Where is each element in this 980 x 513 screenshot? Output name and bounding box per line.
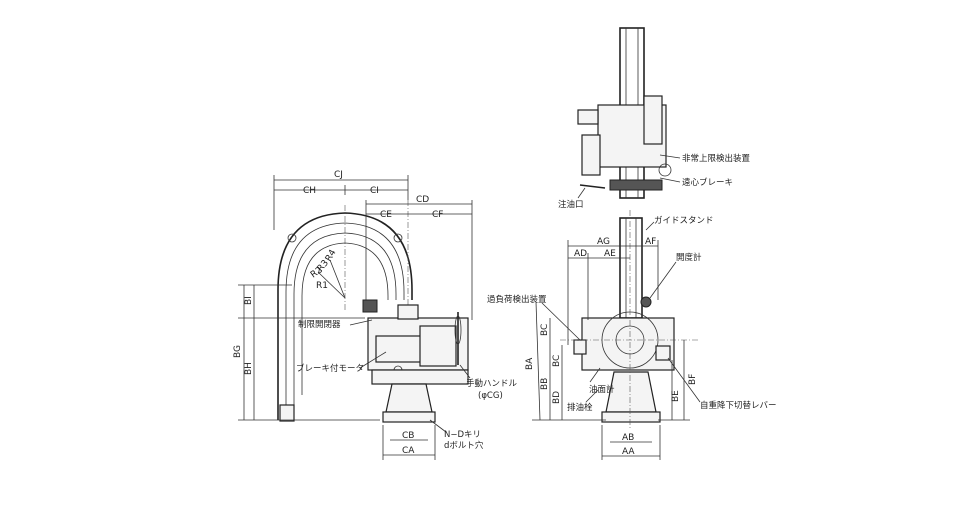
top-base — [609, 179, 663, 191]
label-overload-detector: 過負荷検出装置 — [487, 294, 547, 305]
dim-ba: BA — [525, 357, 535, 370]
leader-brake-motor — [359, 351, 387, 369]
arch-inner-1 — [285, 222, 405, 420]
dim-bh: BH — [244, 362, 254, 375]
dim-line-ba — [535, 301, 541, 421]
leader-oil-port — [577, 187, 586, 199]
side-weight-lever-box — [655, 345, 671, 361]
top-limit-box — [577, 109, 599, 125]
side-stand-foot — [601, 411, 661, 423]
leader-hand-handle — [459, 364, 471, 379]
limit-switch-box — [362, 299, 378, 313]
label-centrifugal-brake: 遠心ブレーキ — [682, 177, 733, 188]
label-oil-port: 注油口 — [558, 199, 584, 210]
leader-weight-lever — [667, 357, 701, 403]
dim-ae: AE — [604, 249, 616, 259]
label-opening-meter: 開度計 — [676, 252, 702, 263]
leader-limit-switch — [349, 319, 373, 326]
dim-ca: CA — [402, 446, 415, 456]
front-view: R4 R3 R2 R1 CJ CH CI CD CE CF — [233, 170, 518, 460]
leader-emergency-limit — [659, 154, 681, 159]
brake-motor — [375, 335, 427, 363]
label-guide-stand: ガイドスタンド — [654, 215, 714, 226]
dim-cb: CB — [402, 431, 414, 441]
dim-bd: BD — [552, 391, 562, 404]
top-motor — [581, 134, 601, 176]
dim-ci: CI — [370, 186, 379, 196]
dim-ab: AB — [622, 433, 634, 443]
dim-bc2: BC — [552, 355, 562, 367]
label-hand-handle-sub: (φCG) — [478, 391, 503, 401]
label-limit-switch: 制限開閉器 — [298, 319, 341, 330]
hand-handle-wheel — [454, 315, 462, 345]
guide-stand — [619, 217, 643, 319]
dim-af: AF — [645, 237, 656, 247]
radius-line-1 — [317, 271, 346, 299]
leader-overload-detector — [541, 302, 581, 341]
base-plate — [371, 369, 469, 385]
dim-bf: BF — [688, 374, 698, 385]
leader-guide-stand — [645, 221, 655, 231]
top-gear-housing — [643, 95, 663, 145]
label-bolt-holes-sub: dボルト穴 — [444, 440, 484, 451]
label-weight-lever: 自重降下切替レバー — [700, 400, 777, 411]
label-emergency-limit: 非常上限検出装置 — [682, 153, 751, 164]
label-oil-gauge: 油面計 — [589, 384, 615, 395]
dim-ag: AG — [597, 237, 610, 247]
dim-ce: CE — [380, 210, 392, 220]
top-centrifugal-brake — [658, 163, 672, 177]
label-hand-handle: 手動ハンドル — [466, 378, 518, 389]
dim-be: BE — [671, 390, 681, 402]
label-brake-motor: ブレーキ付モータ — [296, 363, 364, 374]
dim-ad: AD — [574, 249, 587, 259]
top-view: 非常上限検出装置 遠心ブレーキ 注油口 — [558, 27, 751, 210]
dim-ch: CH — [303, 186, 316, 196]
side-housing — [581, 317, 675, 371]
arch-bracket-left — [287, 233, 297, 243]
leader-bolt-holes — [429, 419, 447, 433]
leader-centrifugal-brake — [659, 177, 681, 183]
dim-bg: BG — [233, 345, 243, 358]
spindle-nut — [397, 304, 419, 320]
arch-bracket-right — [393, 233, 403, 243]
leader-opening-meter — [649, 261, 677, 299]
label-drain: 排油栓 — [567, 402, 593, 413]
label-bolt-holes: N−Dキリ — [444, 430, 481, 440]
dim-bc1: BC — [540, 324, 550, 336]
arch-foot — [279, 404, 295, 422]
dim-cf: CF — [432, 210, 443, 220]
top-oil-port — [579, 184, 606, 189]
leader-drain — [585, 389, 599, 403]
leader-oil-gauge — [589, 367, 601, 383]
side-view: AG AF AD AE ガイドスタンド BA BC BB BC BD BF BE… — [487, 210, 777, 460]
side-opening-meter — [640, 296, 652, 308]
dim-cd: CD — [416, 195, 429, 205]
dim-bi: BI — [244, 296, 254, 305]
dim-cj: CJ — [334, 170, 343, 180]
gear-housing — [419, 325, 457, 367]
side-overload-box — [573, 339, 587, 355]
dim-r1: R1 — [316, 281, 328, 291]
dim-aa: AA — [622, 447, 635, 457]
dim-bb: BB — [540, 378, 550, 390]
stand — [385, 383, 433, 413]
stand-foot — [382, 411, 436, 423]
radius-line-2 — [329, 259, 346, 299]
